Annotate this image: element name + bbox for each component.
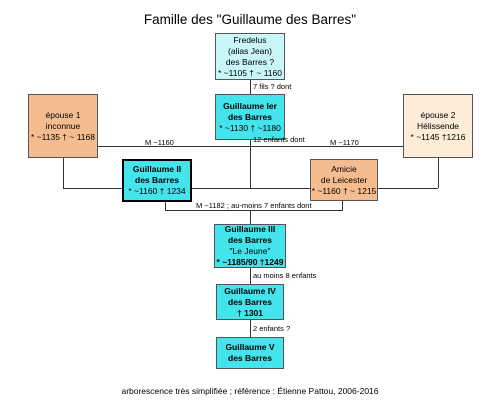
node-line: des Barres xyxy=(228,111,272,122)
connector-fredelus-guillaume1 xyxy=(250,80,251,94)
connector-guillaume3-guillaume4 xyxy=(250,268,251,284)
node-guillaume-5: Guillaume V des Barres xyxy=(216,337,284,369)
label-children-2: 2 enfants ? xyxy=(253,324,291,333)
node-line: des Barres xyxy=(228,353,272,363)
node-guillaume-2: Guillaume II des Barres * ~1160 † 1234 xyxy=(122,159,192,202)
connector-marriage-line-1 xyxy=(63,146,438,147)
node-line: (alias Jean) xyxy=(228,45,272,56)
node-line: Hélissende xyxy=(416,120,460,131)
node-line: * ~1145 †1216 xyxy=(410,131,466,142)
connector-guillaume4-guillaume5 xyxy=(250,320,251,337)
node-line: * ~1160 † ~ 1215 xyxy=(311,185,377,196)
node-line: Guillaume II xyxy=(132,164,182,174)
node-guillaume-3: Guillaume III des Barres "Le Jeune" * ~1… xyxy=(214,224,286,268)
connector-epouse2-right xyxy=(438,146,439,188)
label-sons: 7 fils ? dont xyxy=(253,82,292,91)
label-children-8: au moins 8 enfants xyxy=(253,271,317,280)
node-line: des Barres xyxy=(228,235,272,245)
label-marriage-1182: M ~1182 ; au-moins 7 enfants dont xyxy=(196,201,312,210)
node-line: * ~1135 † ~ 1168 xyxy=(31,131,95,142)
label-children-12: 12 enfants dont xyxy=(253,135,305,144)
connector-epouse1-down xyxy=(63,158,64,188)
node-line: "Le Jeune" xyxy=(229,246,271,256)
node-line: † 1301 xyxy=(237,307,263,318)
node-line: épouse 1 xyxy=(45,109,81,120)
node-line: Guillaume III xyxy=(224,224,276,234)
node-line: des Barres xyxy=(228,296,272,307)
connector-sibling-line xyxy=(63,188,438,189)
node-line: des Barres ? xyxy=(225,56,275,67)
label-marriage-1160: M ~1160 xyxy=(145,138,174,147)
node-epouse-1: épouse 1 inconnue * ~1135 † ~ 1168 xyxy=(28,94,98,158)
node-line: * ~1105 † ~ 1160 xyxy=(218,67,282,78)
node-line: Guillaume V xyxy=(225,342,275,352)
node-guillaume-4: Guillaume IV des Barres † 1301 xyxy=(216,284,284,320)
node-line: * ~1160 † 1234 xyxy=(128,186,186,196)
node-amicie: Amicie de Leicester * ~1160 † ~ 1215 xyxy=(310,159,378,201)
connector-guillaume2-down xyxy=(165,201,166,211)
node-line: épouse 2 xyxy=(420,109,456,120)
node-line: des Barres xyxy=(135,175,179,185)
node-line: Guillaume Ier xyxy=(223,100,277,111)
diagram-title: Famille des "Guillaume des Barres" xyxy=(143,12,357,27)
node-line: Guillaume IV xyxy=(224,285,276,296)
node-fredelus: Fredelus (alias Jean) des Barres ? * ~11… xyxy=(215,33,285,80)
connector-marriage-guillaume3 xyxy=(250,210,251,224)
connector-marriage-line-2 xyxy=(165,210,342,211)
node-guillaume-1: Guillaume Ier des Barres * ~1130 † ~1180 xyxy=(215,94,285,140)
footer-reference: arborescence très simplifiée ; référence… xyxy=(121,386,379,396)
label-marriage-1170: M ~1170 xyxy=(330,138,359,147)
connector-amicie-down xyxy=(342,201,343,211)
node-line: Amicie xyxy=(331,163,357,174)
connector-guillaume1-children xyxy=(250,140,251,188)
node-line: de Leicester xyxy=(320,174,368,185)
node-line: * ~1185/90 †1249 xyxy=(216,257,284,267)
node-line: * ~1130 † ~1180 xyxy=(219,122,281,133)
node-epouse-2: épouse 2 Hélissende * ~1145 †1216 xyxy=(403,94,473,158)
node-line: Fredelus xyxy=(233,34,267,45)
node-line: inconnue xyxy=(45,120,81,131)
